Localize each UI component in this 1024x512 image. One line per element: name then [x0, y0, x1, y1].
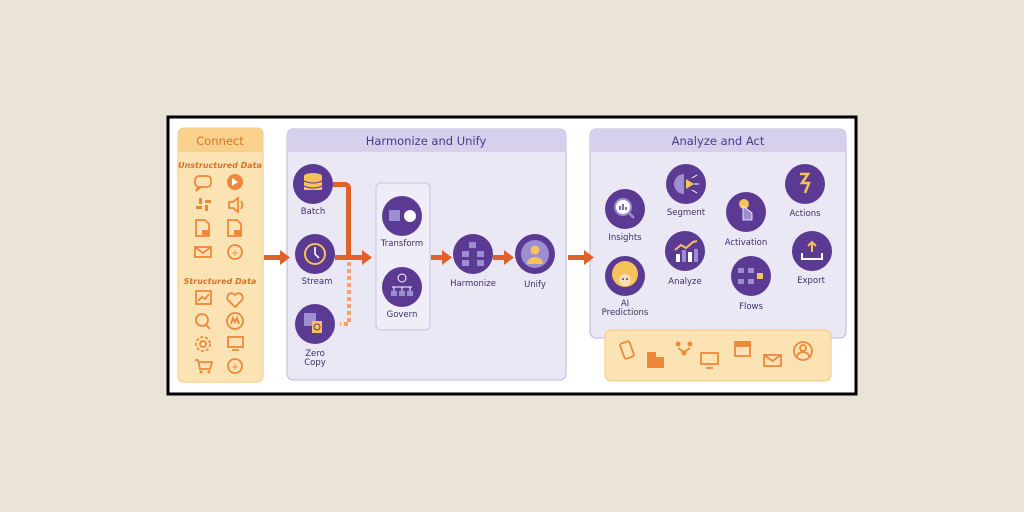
person-icon — [527, 245, 543, 264]
pie-segment-icon — [674, 174, 699, 194]
channels-tray — [604, 329, 832, 382]
video-play-icon — [227, 174, 243, 190]
transform-icon — [389, 210, 416, 222]
unstructured-data-label: Unstructured Data — [178, 161, 262, 170]
add-more-icon: + — [227, 244, 243, 260]
node-analyze[interactable]: Analyze — [665, 231, 705, 287]
slack-icon — [196, 198, 211, 211]
lightning-icon — [799, 172, 811, 194]
node-govern[interactable]: Govern — [382, 267, 422, 320]
analyze-label: Analyze — [668, 277, 702, 287]
analyze-title: Analyze and Act — [672, 134, 765, 148]
govern-label: Govern — [387, 310, 418, 320]
monitor-icon — [227, 336, 244, 351]
zero-copy-label-line2: Copy — [304, 358, 326, 368]
chart-icon — [195, 290, 212, 305]
user-icon — [793, 341, 813, 361]
export-label: Export — [797, 276, 825, 286]
email-icon — [194, 246, 212, 258]
insights-label: Insights — [608, 233, 642, 243]
einstein-icon — [612, 261, 638, 287]
unify-label: Unify — [524, 280, 546, 290]
node-activation[interactable]: Activation — [725, 192, 768, 248]
node-ai-predictions[interactable]: AI Predictions — [602, 256, 649, 318]
mulesoft-icon — [226, 312, 244, 330]
connect-panel: Connect Unstructured Data Structured Dat… — [177, 127, 264, 383]
ai-predictions-label-line1: AI — [621, 299, 629, 309]
database-icon — [303, 173, 323, 190]
bar-trend-icon — [674, 240, 698, 262]
building-icon — [647, 352, 664, 368]
flows-label: Flows — [739, 302, 763, 312]
audio-icon — [228, 196, 244, 214]
desktop-icon — [700, 352, 719, 369]
node-flows[interactable]: Flows — [731, 256, 771, 312]
chat-icon — [194, 175, 212, 192]
stream-label: Stream — [302, 277, 333, 287]
node-zero-copy[interactable]: Zero Copy — [295, 304, 335, 368]
magnifier-chart-icon — [614, 198, 635, 219]
transform-label: Transform — [380, 239, 423, 249]
flow-arrows — [264, 182, 594, 326]
analyze-panel: Analyze and Act — [589, 128, 847, 339]
segment-label: Segment — [667, 208, 706, 218]
pdf-icon — [195, 219, 210, 237]
node-stream[interactable]: Stream — [295, 234, 335, 287]
connect-title: Connect — [196, 134, 244, 148]
govern-icon — [391, 273, 413, 296]
batch-label: Batch — [301, 207, 325, 217]
heart-icon — [226, 292, 244, 309]
node-harmonize[interactable]: Harmonize — [450, 234, 496, 289]
export-icon — [801, 240, 823, 260]
activation-label: Activation — [725, 238, 768, 248]
store-icon — [734, 341, 751, 357]
node-unify[interactable]: Unify — [515, 234, 555, 290]
excel-icon — [227, 219, 242, 237]
add-more-icon: + — [227, 358, 243, 374]
svg-text:+: + — [231, 362, 239, 373]
email-icon — [763, 354, 782, 367]
actions-label: Actions — [789, 209, 821, 219]
cart-icon — [195, 359, 214, 374]
zero-copy-label-line1: Zero — [305, 349, 325, 359]
harmonize-title: Harmonize and Unify — [366, 134, 487, 148]
node-insights[interactable]: Insights — [605, 189, 645, 243]
zero-copy-icon — [304, 313, 322, 333]
hierarchy-icon — [462, 242, 484, 266]
ai-predictions-label-line2: Predictions — [602, 308, 649, 318]
mobile-icon — [619, 340, 635, 360]
node-batch[interactable]: Batch — [293, 164, 333, 217]
flow-icon — [738, 268, 763, 284]
node-export[interactable]: Export — [792, 231, 832, 286]
node-transform[interactable]: Transform — [380, 196, 423, 249]
harmonize-label: Harmonize — [450, 279, 496, 289]
node-actions[interactable]: Actions — [785, 164, 825, 219]
gear-icon — [195, 336, 211, 352]
structured-data-label: Structured Data — [184, 277, 257, 286]
people-network-icon — [675, 341, 693, 356]
hand-gear-icon — [739, 199, 753, 221]
clock-icon — [304, 243, 326, 265]
node-segment[interactable]: Segment — [666, 164, 706, 218]
svg-text:+: + — [231, 248, 239, 259]
search-user-icon — [195, 313, 211, 330]
